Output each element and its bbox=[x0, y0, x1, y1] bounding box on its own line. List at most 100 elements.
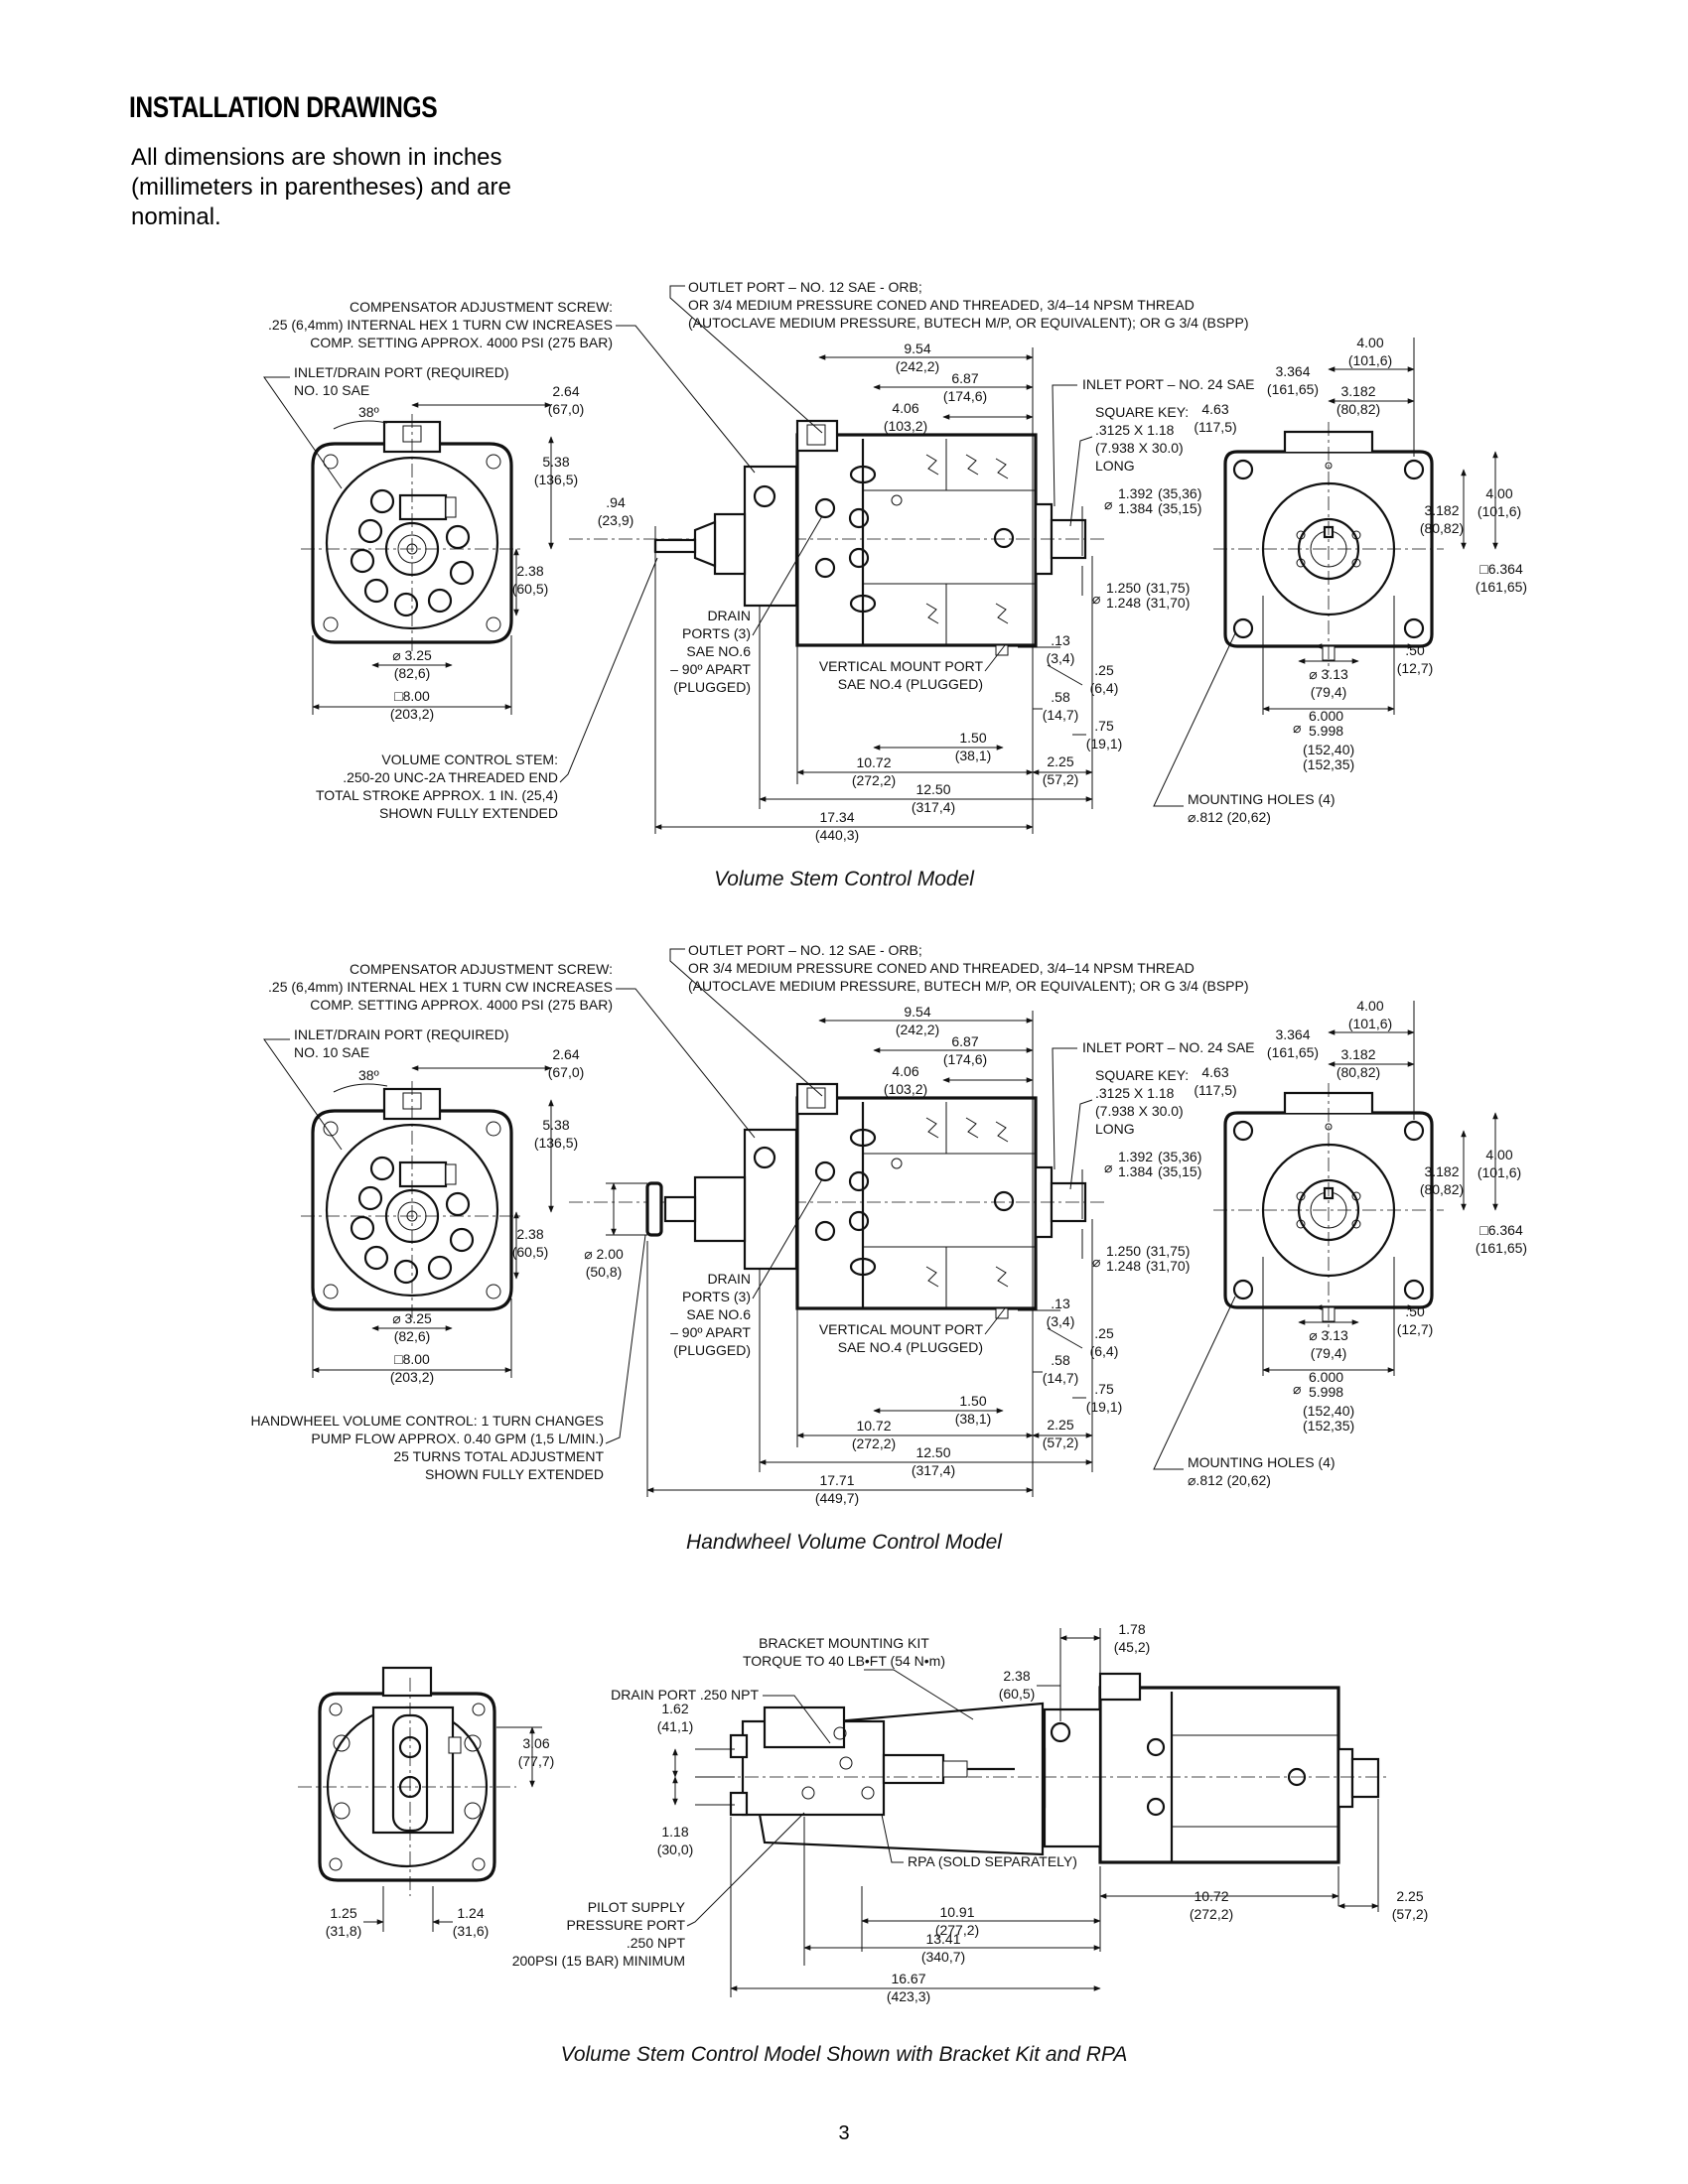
svg-text:⌀: ⌀ bbox=[1104, 496, 1112, 512]
svg-text:1.25(31,8): 1.25(31,8) bbox=[326, 1905, 362, 1939]
svg-text:16.67(423,3): 16.67(423,3) bbox=[887, 1971, 930, 2004]
svg-text:.94(23,9): .94(23,9) bbox=[598, 494, 634, 528]
svg-text:4.63(117,5): 4.63(117,5) bbox=[1194, 401, 1236, 435]
svg-text:OUTLET PORT – NO. 12 SAE - ORB: OUTLET PORT – NO. 12 SAE - ORB;OR 3/4 ME… bbox=[688, 942, 1249, 994]
svg-text:.25(6,4): .25(6,4) bbox=[1090, 1325, 1119, 1359]
svg-text:.13(3,4): .13(3,4) bbox=[1047, 1296, 1075, 1329]
page-title: INSTALLATION DRAWINGS bbox=[129, 91, 438, 124]
svg-text:RPA (SOLD SEPARATELY): RPA (SOLD SEPARATELY) bbox=[908, 1853, 1077, 1869]
svg-text:⌀ 3.25(82,6): ⌀ 3.25(82,6) bbox=[392, 647, 432, 681]
svg-text:3.06(77,7): 3.06(77,7) bbox=[518, 1735, 555, 1769]
svg-text:17.34(440,3): 17.34(440,3) bbox=[815, 809, 859, 843]
svg-text:□8.00(203,2): □8.00(203,2) bbox=[390, 1351, 434, 1385]
svg-text:INLET PORT – NO. 24 SAE: INLET PORT – NO. 24 SAE bbox=[1082, 376, 1255, 392]
svg-text:□6.364(161,65): □6.364(161,65) bbox=[1476, 561, 1527, 595]
svg-text:12.50(317,4): 12.50(317,4) bbox=[912, 781, 955, 815]
svg-text:1.50(38,1): 1.50(38,1) bbox=[955, 1393, 992, 1427]
svg-text:⌀ 2.00(50,8): ⌀ 2.00(50,8) bbox=[584, 1246, 624, 1280]
svg-text:6.87(174,6): 6.87(174,6) bbox=[943, 370, 987, 404]
svg-text:1.62(41,1): 1.62(41,1) bbox=[657, 1701, 694, 1734]
svg-text:.58(14,7): .58(14,7) bbox=[1043, 689, 1079, 723]
side-view-body bbox=[567, 419, 1107, 657]
svg-text:MOUNTING HOLES (4)⌀.812 (20,62: MOUNTING HOLES (4)⌀.812 (20,62) bbox=[1188, 791, 1336, 825]
svg-text:1.50(38,1): 1.50(38,1) bbox=[955, 730, 992, 763]
svg-text:3.364(161,65): 3.364(161,65) bbox=[1267, 363, 1319, 397]
svg-text:.13(3,4): .13(3,4) bbox=[1047, 632, 1075, 666]
svg-text:⌀ 3.13(79,4): ⌀ 3.13(79,4) bbox=[1309, 1327, 1348, 1361]
svg-text:⌀: ⌀ bbox=[1293, 1381, 1301, 1397]
svg-text:3.182(80,82): 3.182(80,82) bbox=[1336, 383, 1380, 417]
svg-text:.75(19,1): .75(19,1) bbox=[1086, 718, 1123, 751]
side-view-with-rpa bbox=[695, 1672, 1390, 1864]
svg-text:2.38(60,5): 2.38(60,5) bbox=[999, 1668, 1036, 1702]
svg-text:10.72(272,2): 10.72(272,2) bbox=[1190, 1888, 1233, 1922]
svg-text:⌀: ⌀ bbox=[1092, 1254, 1100, 1270]
caption-3: Volume Stem Control Model Shown with Bra… bbox=[561, 2043, 1128, 2066]
svg-text:⌀ 3.25(82,6): ⌀ 3.25(82,6) bbox=[392, 1310, 432, 1344]
svg-text:4.00(101,6): 4.00(101,6) bbox=[1348, 335, 1392, 368]
svg-text:.50(12,7): .50(12,7) bbox=[1397, 642, 1434, 676]
drawing-bracket-kit-rpa: 3.06(77,7) 1.25(31,8) 1.24(31,6) bbox=[298, 1621, 1428, 2066]
svg-text:6.87(174,6): 6.87(174,6) bbox=[943, 1033, 987, 1067]
caption-2: Handwheel Volume Control Model bbox=[686, 1531, 1003, 1554]
svg-text:2.64(67,0): 2.64(67,0) bbox=[548, 383, 585, 417]
svg-text:5.38(136,5): 5.38(136,5) bbox=[534, 1117, 578, 1151]
svg-text:.75(19,1): .75(19,1) bbox=[1086, 1381, 1123, 1415]
page-number: 3 bbox=[838, 2122, 850, 2144]
svg-text:⌀: ⌀ bbox=[1092, 591, 1100, 607]
svg-text:2.38(60,5): 2.38(60,5) bbox=[512, 1226, 549, 1260]
svg-text:5.38(136,5): 5.38(136,5) bbox=[534, 454, 578, 487]
intro-text: All dimensions are shown in inches (mill… bbox=[131, 144, 511, 230]
svg-text:COMPENSATOR ADJUSTMENT SCREW:.: COMPENSATOR ADJUSTMENT SCREW:.25 (6,4mm)… bbox=[268, 299, 613, 350]
drawing-volume-stem-control: COMPENSATOR ADJUSTMENT SCREW:.25 (6,4mm)… bbox=[263, 279, 1527, 890]
svg-text:SQUARE KEY:.3125 X 1.18(7.938: SQUARE KEY:.3125 X 1.18(7.938 X 30.0)LON… bbox=[1095, 404, 1189, 474]
svg-text:2.25(57,2): 2.25(57,2) bbox=[1043, 753, 1079, 787]
svg-text:INLET/DRAIN PORT (REQUIRED)NO.: INLET/DRAIN PORT (REQUIRED)NO. 10 SAE bbox=[294, 364, 509, 398]
handwheel bbox=[645, 1128, 798, 1271]
svg-text:VOLUME CONTROL STEM:.250-20 UN: VOLUME CONTROL STEM:.250-20 UNC-2A THREA… bbox=[316, 751, 558, 821]
svg-text:13.41(340,7): 13.41(340,7) bbox=[921, 1931, 965, 1965]
svg-text:.25(6,4): .25(6,4) bbox=[1090, 662, 1119, 696]
svg-text:3.182(80,82): 3.182(80,82) bbox=[1336, 1046, 1380, 1080]
svg-text:.50(12,7): .50(12,7) bbox=[1397, 1303, 1434, 1337]
svg-text:.58(14,7): .58(14,7) bbox=[1043, 1352, 1079, 1386]
svg-text:17.71(449,7): 17.71(449,7) bbox=[815, 1472, 859, 1506]
svg-text:□8.00(203,2): □8.00(203,2) bbox=[390, 688, 434, 722]
svg-text:4.00(101,6): 4.00(101,6) bbox=[1348, 998, 1392, 1031]
svg-text:4.06(103,2): 4.06(103,2) bbox=[884, 400, 927, 434]
svg-text:4.00(101,6): 4.00(101,6) bbox=[1477, 1147, 1521, 1180]
svg-text:3.182(80,82): 3.182(80,82) bbox=[1420, 502, 1464, 536]
svg-text:2.38(60,5): 2.38(60,5) bbox=[512, 563, 549, 597]
svg-text:4.06(103,2): 4.06(103,2) bbox=[884, 1063, 927, 1097]
svg-text:1.24(31,6): 1.24(31,6) bbox=[453, 1905, 490, 1939]
svg-text:38º: 38º bbox=[358, 1067, 379, 1083]
caption-1: Volume Stem Control Model bbox=[714, 868, 975, 890]
drawing-handwheel-volume-control: COMPENSATOR ADJUSTMENT SCREW:.25 (6,4mm)… bbox=[251, 942, 1528, 1554]
svg-text:10.72(272,2): 10.72(272,2) bbox=[852, 754, 896, 788]
svg-text:3.364(161,65): 3.364(161,65) bbox=[1267, 1026, 1319, 1060]
volume-stem bbox=[653, 465, 798, 608]
svg-text:HANDWHEEL VOLUME CONTROL: 1 TU: HANDWHEEL VOLUME CONTROL: 1 TURN CHANGES… bbox=[251, 1413, 605, 1482]
svg-text:4.00(101,6): 4.00(101,6) bbox=[1477, 485, 1521, 519]
svg-text:INLET/DRAIN PORT (REQUIRED)NO.: INLET/DRAIN PORT (REQUIRED)NO. 10 SAE bbox=[294, 1026, 509, 1060]
svg-text:⌀: ⌀ bbox=[1293, 720, 1301, 736]
svg-text:9.54(242,2): 9.54(242,2) bbox=[896, 341, 939, 374]
front-view bbox=[299, 412, 525, 654]
svg-text:10.91(277,2): 10.91(277,2) bbox=[935, 1904, 979, 1938]
svg-text:2.64(67,0): 2.64(67,0) bbox=[548, 1046, 585, 1080]
svg-text:COMPENSATOR ADJUSTMENT SCREW:.: COMPENSATOR ADJUSTMENT SCREW:.25 (6,4mm)… bbox=[268, 961, 613, 1013]
svg-text:DRAIN PORT .250 NPT: DRAIN PORT .250 NPT bbox=[611, 1687, 759, 1703]
svg-text:⌀ 3.13(79,4): ⌀ 3.13(79,4) bbox=[1309, 666, 1348, 700]
svg-text:MOUNTING HOLES (4)⌀.812 (20,62: MOUNTING HOLES (4)⌀.812 (20,62) bbox=[1188, 1454, 1336, 1488]
